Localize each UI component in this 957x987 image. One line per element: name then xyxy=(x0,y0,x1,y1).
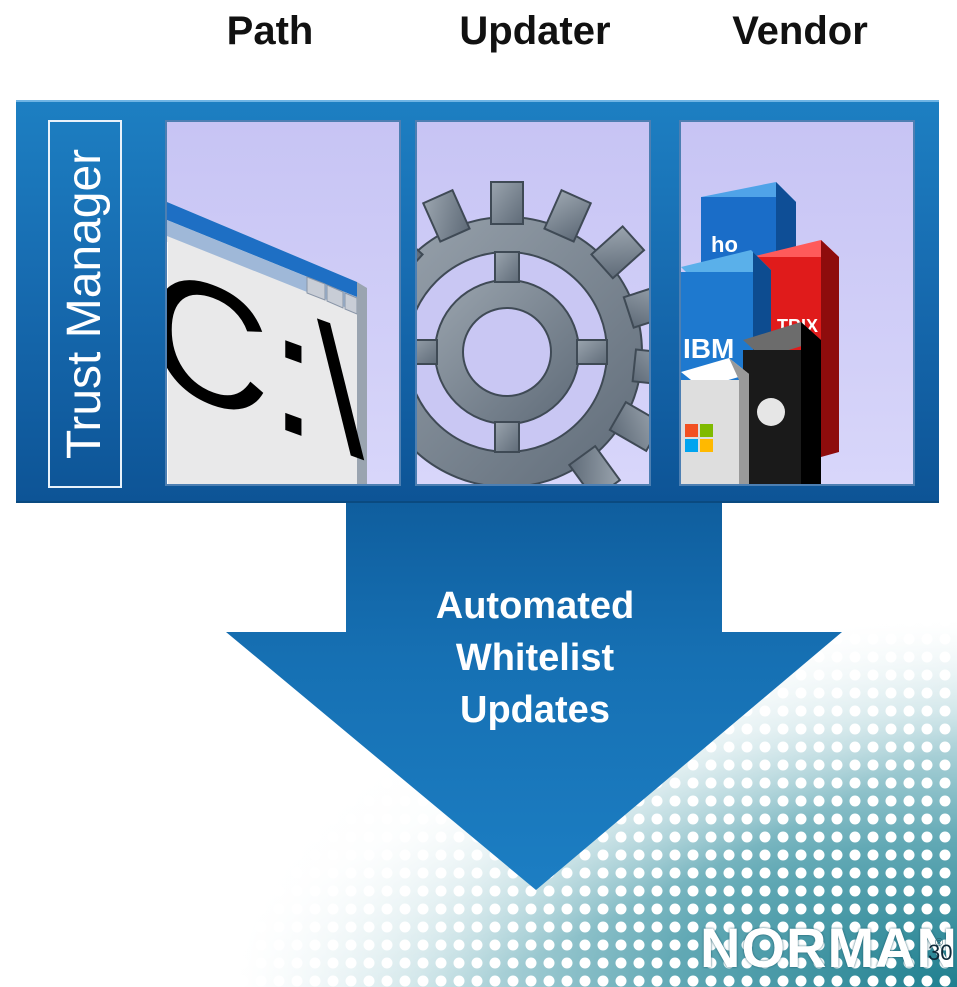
arrow-caption-line-2: Whitelist xyxy=(455,637,615,679)
norman-logo: NORMAN xyxy=(700,916,957,979)
path-tile: C:\ xyxy=(165,120,401,486)
gear-icon xyxy=(417,181,649,484)
updater-tile xyxy=(415,120,651,486)
arrow-caption-line-3: Updates xyxy=(460,689,610,731)
command-window-icon: C:\ xyxy=(167,202,367,484)
vendor-boxes-icon: ho TRIX IBM xyxy=(681,182,839,484)
page-number: 30 xyxy=(928,940,953,965)
vendor-box-label-ibm: IBM xyxy=(683,333,734,364)
arrow-caption-line-1: Automated xyxy=(435,585,635,627)
registered-mark-icon: ® xyxy=(935,937,944,949)
heading-updater: Updater xyxy=(459,9,611,53)
vendor-tile: ho TRIX IBM xyxy=(679,120,915,486)
arrow-caption: Automated Whitelist Updates xyxy=(360,580,710,736)
heading-vendor: Vendor xyxy=(732,9,868,53)
heading-path: Path xyxy=(226,9,314,53)
vendor-box-label-ho: ho xyxy=(711,232,738,257)
trust-manager-label-box: Trust Manager xyxy=(48,120,122,488)
